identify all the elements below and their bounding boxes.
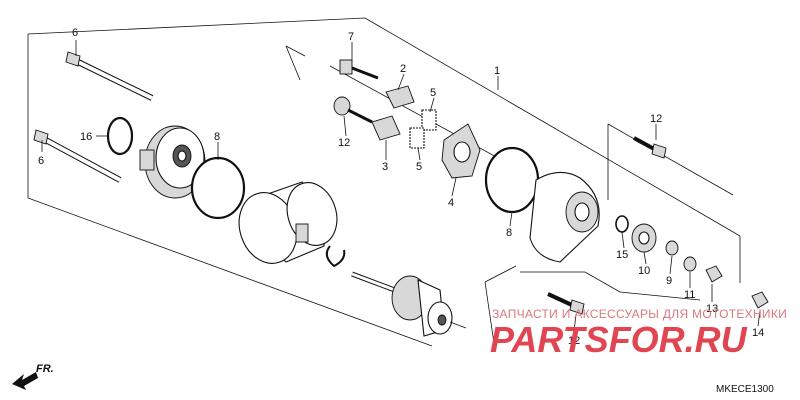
callout-5-upper: 5 [430,87,436,99]
o-ring-small [106,116,134,156]
front-cover [529,171,600,263]
gear-10 [631,223,657,253]
bolt-16 [333,96,373,124]
brush-holder-3 [371,115,401,141]
assembly-frame [27,17,741,351]
callout-8-left: 8 [214,131,220,143]
callout-1: 1 [494,65,500,77]
washer-15 [615,215,629,233]
arrow-icon [12,372,38,390]
callout-2: 2 [400,63,406,75]
direction-label: FR. [36,363,54,375]
leader-lines [41,40,761,333]
bolt-12-upper [633,136,667,159]
front-direction-marker: FR. [12,363,54,390]
o-ring-large-right [484,146,540,214]
callout-5-lower: 5 [416,161,422,173]
callout-8-right: 8 [506,227,512,239]
callout-13-a: 13 [706,303,718,315]
diagram-code: MKECE1300 [716,384,774,395]
callout-15: 15 [616,249,628,261]
brush-plate-4 [441,123,481,179]
nut-13-a [705,265,723,283]
watermark-tagline: ЗАПЧАСТИ И АКСЕССУАРЫ ДЛЯ МОТОТЕХНИКИ [492,307,787,321]
springs-5 [409,109,437,149]
watermark: ЗАПЧАСТИ И АКСЕССУАРЫ ДЛЯ МОТОТЕХНИКИ PA… [490,307,787,360]
o-ring-large-left [190,156,246,220]
armature [351,271,467,337]
callout-4: 4 [448,197,454,209]
callout-16: 12 [338,137,350,149]
callout-9: 9 [666,275,672,287]
callout-10: 10 [638,265,650,277]
nut-13-b [751,291,769,309]
long-bolt-upper [65,51,154,101]
circlip [325,245,346,268]
brush-holder-2 [385,85,415,109]
bolt-12-lower [547,292,585,315]
long-bolt-lower [33,129,122,183]
washer-11 [683,256,697,272]
motor-case [238,181,338,264]
watermark-logo: PARTSFOR.RU [490,319,748,360]
callout-6-lower: 6 [38,155,44,167]
callout-12-upper: 12 [650,113,662,125]
callout-labels: 6 6 7 2 16 8 5 12 3 5 4 8 1 12 15 10 9 1… [38,27,764,347]
callout-12-lower: 12 [568,335,580,347]
screw-7 [339,59,379,80]
callout-11: 11 [684,289,695,301]
callout-13-b: 14 [752,327,764,339]
callout-14: 16 [80,131,92,143]
rear-cover [139,125,206,199]
washer-9 [665,240,679,256]
callout-6-upper: 6 [72,27,78,39]
callout-7: 7 [348,31,354,43]
callout-3: 3 [382,161,388,173]
